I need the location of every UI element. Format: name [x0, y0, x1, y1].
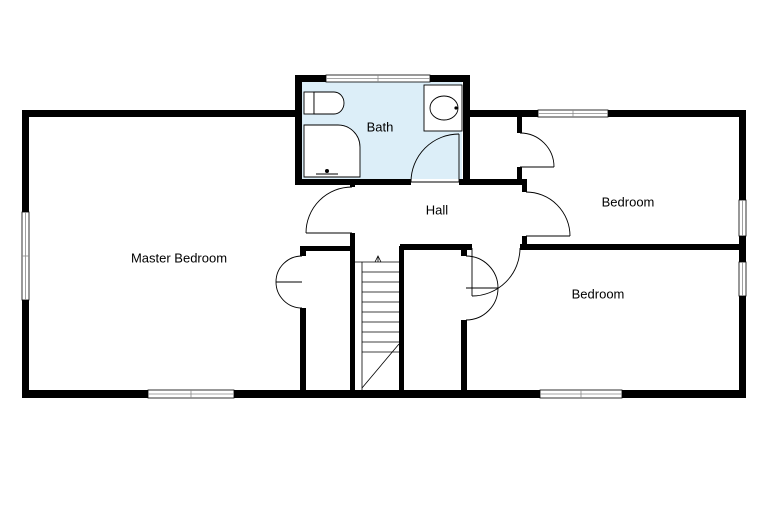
- window-master-left: [21, 211, 30, 301]
- door-master: [305, 186, 355, 234]
- stairs: [355, 255, 400, 392]
- room-label-master-bedroom: Master Bedroom: [131, 250, 227, 265]
- door-bedroom-lower-closet: [461, 255, 499, 321]
- window-bedroom-lower-right: [738, 261, 747, 297]
- room-label-bedroom-lower: Bedroom: [572, 286, 625, 301]
- window-bedroom-upper-right: [738, 199, 747, 237]
- bath-fixtures: [303, 84, 463, 178]
- shower-icon: [303, 124, 361, 178]
- room-label-bath: Bath: [367, 119, 394, 134]
- window-bedroom-upper-top: [537, 109, 609, 118]
- sink-icon: [423, 84, 463, 132]
- window-master-bottom: [147, 389, 235, 399]
- room-label-bedroom-upper: Bedroom: [602, 194, 655, 209]
- door-bedroom-upper: [522, 191, 571, 237]
- room-label-hall: Hall: [426, 202, 449, 217]
- door-bath: [410, 133, 460, 185]
- window-bath-top: [325, 74, 431, 83]
- toilet-icon: [303, 91, 345, 115]
- door-master-closet: [275, 255, 306, 309]
- door-closet-upper: [517, 132, 555, 168]
- doors: [275, 132, 571, 321]
- windows: [21, 74, 747, 399]
- window-bedroom-lower-bottom: [539, 389, 623, 399]
